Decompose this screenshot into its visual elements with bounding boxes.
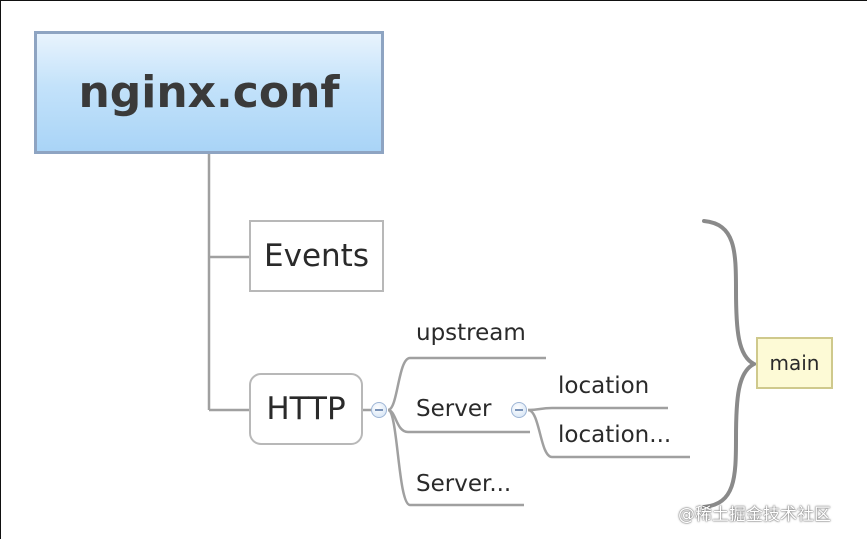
- root-node-label: nginx.conf: [78, 67, 340, 118]
- curly-brace-icon: [702, 219, 759, 509]
- http-server-more-line: [386, 408, 524, 507]
- upstream-node-label[interactable]: upstream: [416, 320, 526, 346]
- main-node-label: main: [769, 351, 820, 375]
- server-collapse-toggle-icon[interactable]: [511, 402, 527, 418]
- watermark-text: @稀土掘金技术社区: [678, 505, 831, 525]
- server-location-line: [527, 406, 668, 412]
- location-more-node-label[interactable]: location...: [558, 422, 672, 448]
- server-more-node-label[interactable]: Server...: [416, 471, 512, 497]
- http-branch-line: [363, 356, 546, 412]
- root-node-nginx-conf[interactable]: nginx.conf: [34, 31, 384, 154]
- http-collapse-toggle-icon[interactable]: [371, 402, 387, 418]
- events-node-label: Events: [264, 238, 369, 274]
- root-trunk-line: [207, 154, 249, 412]
- main-node[interactable]: main: [756, 337, 833, 389]
- http-node-label: HTTP: [266, 391, 346, 427]
- http-node[interactable]: HTTP: [249, 373, 363, 445]
- server-node-label[interactable]: Server: [416, 396, 492, 422]
- location-node-label[interactable]: location: [558, 373, 650, 399]
- events-node[interactable]: Events: [249, 220, 384, 292]
- server-location-more-line: [527, 408, 690, 459]
